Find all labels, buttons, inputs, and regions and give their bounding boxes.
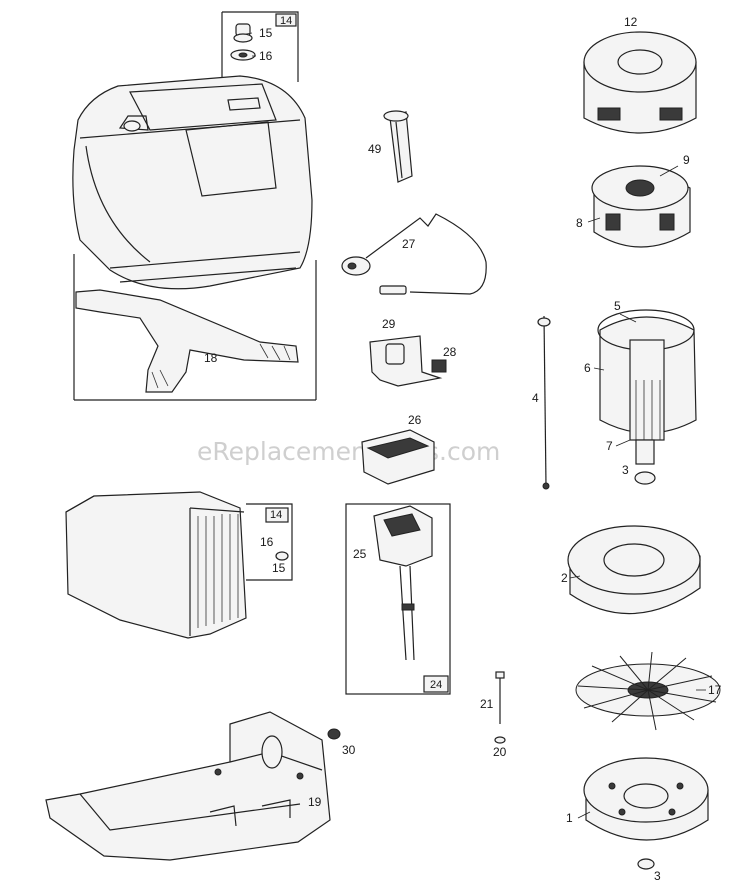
callout-6: 6 — [584, 361, 591, 375]
callout-29: 29 — [382, 317, 396, 331]
callout-15: 15 — [259, 26, 273, 40]
tie-rod-part — [537, 315, 551, 490]
callout-7: 7 — [606, 439, 613, 453]
callout-labels: 14 15 16 18 49 27 29 28 26 14 16 15 25 2… — [204, 15, 722, 883]
callout-12: 12 — [624, 15, 638, 29]
callout-9: 9 — [683, 153, 690, 167]
callout-5: 5 — [614, 299, 621, 313]
callout-3: 3 — [622, 463, 629, 477]
callout-18: 18 — [204, 351, 218, 365]
watermark: eReplacementParts.com — [197, 437, 500, 466]
power-cord-part — [341, 213, 487, 295]
callout-15-lower: 15 — [272, 561, 286, 575]
callout-24: 24 — [430, 679, 442, 691]
switch-part — [361, 429, 435, 485]
callout-3-lower: 3 — [654, 869, 661, 883]
callout-25: 25 — [353, 547, 367, 561]
callout-14: 14 — [280, 15, 292, 27]
callout-1: 1 — [566, 811, 573, 825]
callout-16: 16 — [259, 49, 273, 63]
enclosure-assembly — [65, 491, 293, 639]
callout-28: 28 — [443, 345, 457, 359]
callout-2: 2 — [561, 571, 568, 585]
leader-lines — [245, 32, 706, 819]
motor-stack — [567, 31, 721, 870]
callout-30: 30 — [342, 743, 356, 757]
bracket-part — [369, 335, 447, 387]
wiring-harness-assembly — [345, 503, 451, 695]
callout-14-lower: 14 — [270, 509, 282, 521]
callout-16-lower: 16 — [260, 535, 274, 549]
callout-20: 20 — [493, 745, 507, 759]
callout-17: 17 — [708, 683, 722, 697]
callout-49: 49 — [368, 142, 382, 156]
callout-8: 8 — [576, 216, 583, 230]
callout-19: 19 — [308, 795, 322, 809]
bolt-part — [494, 671, 506, 744]
callout-4: 4 — [532, 391, 539, 405]
housing-assembly — [72, 11, 317, 401]
callout-26: 26 — [408, 413, 422, 427]
callout-21: 21 — [480, 697, 494, 711]
base-plate-assembly — [45, 711, 341, 861]
callout-27: 27 — [402, 237, 416, 251]
push-rivet-part — [383, 110, 413, 183]
